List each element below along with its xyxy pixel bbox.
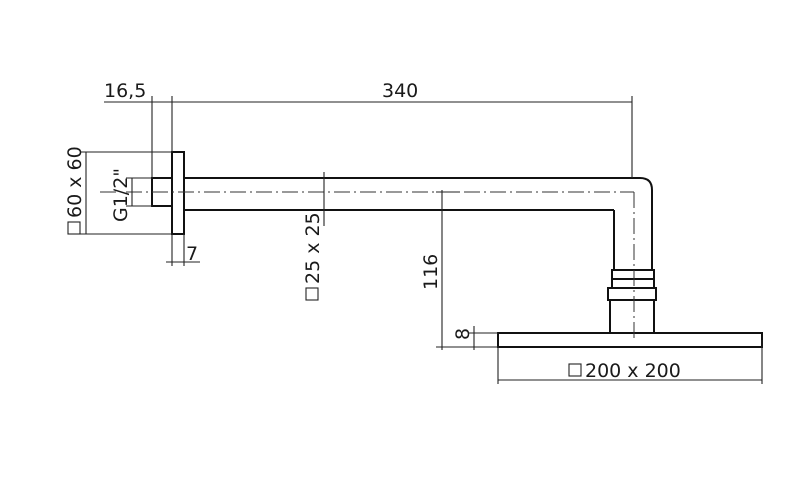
thread-label: G1/2" — [110, 168, 132, 222]
flange-thickness-label: 7 — [186, 243, 198, 265]
thread-group: G1/2" — [110, 168, 132, 222]
wall-flange — [151, 151, 185, 235]
head-size-label: 200 x 200 — [585, 360, 681, 382]
dimension-lines — [80, 96, 763, 384]
flange-size-group: 60 x 60 — [64, 146, 86, 235]
wall-offset-label: 16,5 — [104, 80, 146, 102]
flange-size-label: 60 x 60 — [64, 146, 86, 218]
square-symbol-icon — [305, 287, 319, 301]
arm-length-label: 340 — [382, 80, 418, 102]
head-thickness-group: 8 — [452, 328, 474, 340]
square-symbol-icon — [568, 363, 582, 377]
head-size-group: 200 x 200 — [568, 360, 681, 382]
drop-height-label: 116 — [420, 254, 442, 290]
swivel-joint — [607, 269, 657, 334]
arm-section-label: 25 x 25 — [302, 212, 324, 284]
square-symbol-icon — [67, 221, 81, 235]
arm-section-group: 25 x 25 — [302, 212, 324, 301]
shower-head — [497, 332, 763, 348]
center-lines — [100, 191, 635, 340]
drop-height-group: 116 — [420, 254, 442, 290]
head-thickness-label: 8 — [452, 328, 474, 340]
shower-arm — [184, 177, 653, 270]
